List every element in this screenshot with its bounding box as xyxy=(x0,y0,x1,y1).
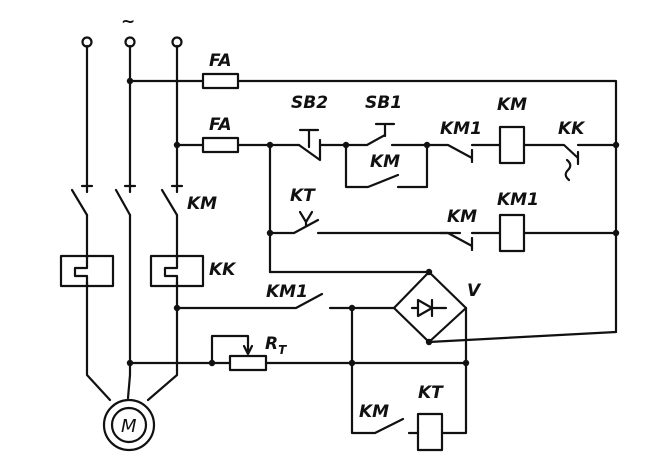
km-nc-contact-mid xyxy=(438,231,502,252)
label-rt: RT xyxy=(265,334,287,357)
label-fa-mid: FA xyxy=(209,115,232,135)
km-holding-contact xyxy=(344,143,429,189)
rheostat-rt xyxy=(128,306,468,372)
rectifier-bridge-v xyxy=(392,270,468,344)
thermal-relay-heaters xyxy=(59,254,205,288)
motor: M xyxy=(102,398,156,452)
label-km-coil: KM xyxy=(497,95,527,115)
sb2-stop-button xyxy=(297,128,348,162)
fuse-fa-mid xyxy=(201,136,240,154)
label-kt-coil: KT xyxy=(418,383,444,403)
motor-label: M xyxy=(121,416,137,437)
label-km-mid: KM xyxy=(447,207,477,227)
kk-thermal-contact xyxy=(554,143,618,182)
km1-coil xyxy=(498,213,526,253)
label-fa-top: FA xyxy=(209,51,232,71)
label-km-main: KM xyxy=(187,194,217,214)
km-coil xyxy=(498,125,526,165)
kt-time-contact xyxy=(268,210,462,235)
label-km-bottom: KM xyxy=(359,402,389,422)
km1-dc-contact xyxy=(175,292,396,310)
label-km1-top: KM1 xyxy=(440,119,482,139)
label-bridge: V xyxy=(467,281,482,301)
label-km1-dc: KM1 xyxy=(266,282,308,302)
kt-coil xyxy=(416,412,444,452)
km1-nc-contact xyxy=(425,143,502,164)
label-sb1: SB1 xyxy=(365,93,402,113)
label-sb2: SB2 xyxy=(291,93,328,113)
label-km1-coil: KM1 xyxy=(497,190,539,210)
ac-symbol: ~ xyxy=(121,12,135,32)
label-kk-relay: KK xyxy=(209,260,237,280)
label-kk-contact: KK xyxy=(558,119,586,139)
phase-lines: ~ xyxy=(70,12,184,402)
sb1-start-button xyxy=(344,122,429,147)
label-km-hold: KM xyxy=(370,152,400,172)
fuse-fa-top xyxy=(201,72,240,90)
label-kt-contact: KT xyxy=(290,186,316,206)
